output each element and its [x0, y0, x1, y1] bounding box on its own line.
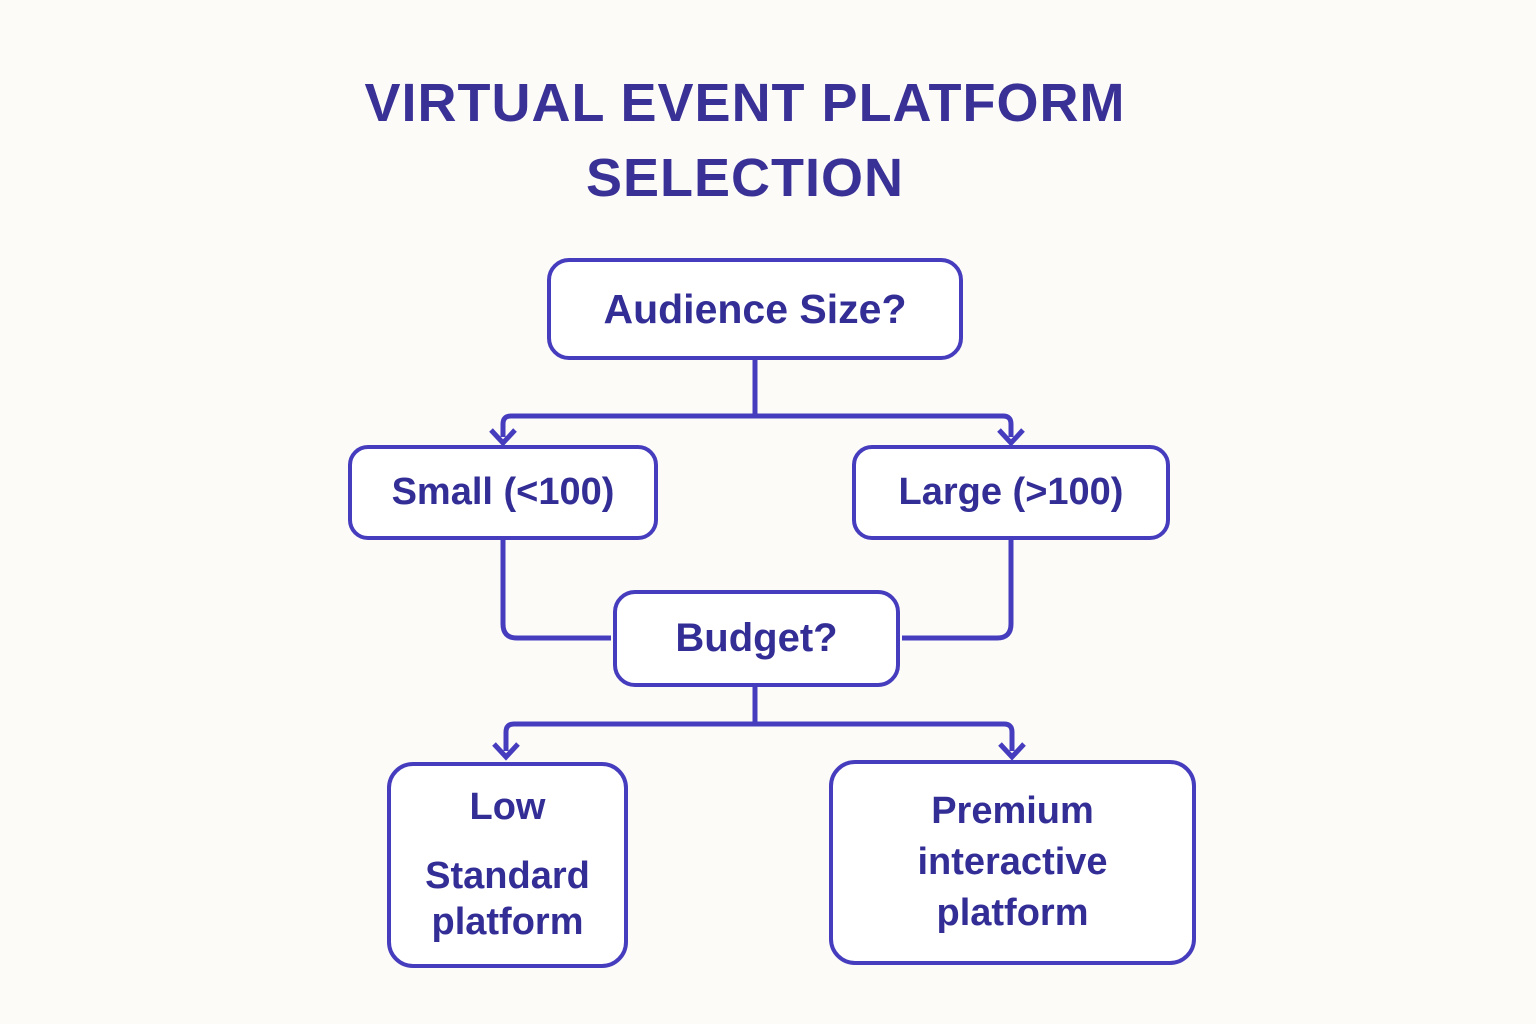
node-large-audience: Large (>100) [852, 445, 1170, 540]
node-small-audience: Small (<100) [348, 445, 658, 540]
arrowhead-to-low-standard [492, 742, 520, 761]
node-label: Premium interactive platform [917, 789, 1108, 935]
node-label: Large (>100) [898, 471, 1124, 513]
edge-small-to-budget [500, 540, 611, 641]
edge-budget-split [503, 721, 1015, 751]
arrowhead-to-premium [998, 742, 1026, 761]
arrowhead-to-small [489, 428, 517, 447]
node-label: Standard platform [425, 854, 590, 944]
node-low-standard-platform: Low Standard platform [387, 762, 628, 968]
node-premium-interactive-platform: Premium interactive platform [829, 760, 1196, 965]
node-budget: Budget? [613, 590, 900, 687]
node-branch-label: Low [469, 786, 546, 829]
edge-audience-split [500, 413, 1014, 437]
node-audience-size: Audience Size? [547, 258, 963, 360]
diagram-title: VIRTUAL EVENT PLATFORM SELECTION [364, 73, 1126, 208]
edge-large-to-budget [902, 540, 1014, 641]
arrowhead-to-large [997, 428, 1025, 447]
node-label: Small (<100) [391, 471, 615, 513]
node-label: Budget? [675, 616, 838, 660]
node-label: Audience Size? [603, 285, 907, 332]
